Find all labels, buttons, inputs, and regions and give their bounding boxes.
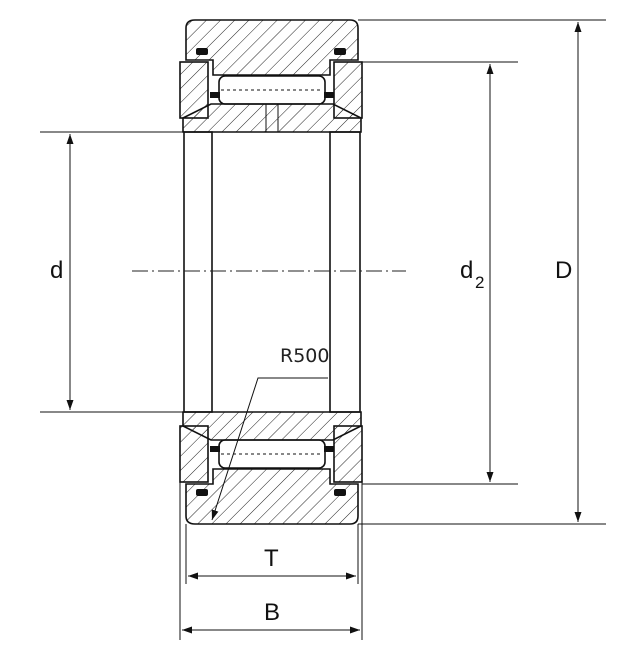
- label-track-d2: d: [460, 257, 473, 284]
- bore-right-wall: [329, 131, 361, 413]
- outer-ring-bottom: [185, 468, 359, 525]
- seal-top-left-inner: [210, 92, 220, 98]
- label-width-T: T: [264, 545, 279, 572]
- seal-top-left: [196, 48, 208, 55]
- radius-leader-line: [211, 377, 328, 521]
- outer-ring-top: [185, 19, 359, 76]
- label-width-B: B: [264, 599, 280, 626]
- seal-bottom-left-inner: [210, 446, 220, 452]
- inner-ring-bottom: [182, 411, 362, 441]
- label-outer-D: D: [555, 257, 572, 284]
- seal-bottom-right-inner: [324, 446, 334, 452]
- seal-bottom-right: [334, 489, 346, 496]
- seal-bottom-left: [196, 489, 208, 496]
- seal-top-right-inner: [324, 92, 334, 98]
- label-bore-d: d: [50, 257, 63, 284]
- inner-ring-top: [182, 103, 362, 133]
- seal-top-right: [334, 48, 346, 55]
- bore-left-wall: [183, 131, 213, 413]
- label-radius-R500: R500: [280, 345, 329, 367]
- label-track-d2-subscript: 2: [475, 273, 484, 292]
